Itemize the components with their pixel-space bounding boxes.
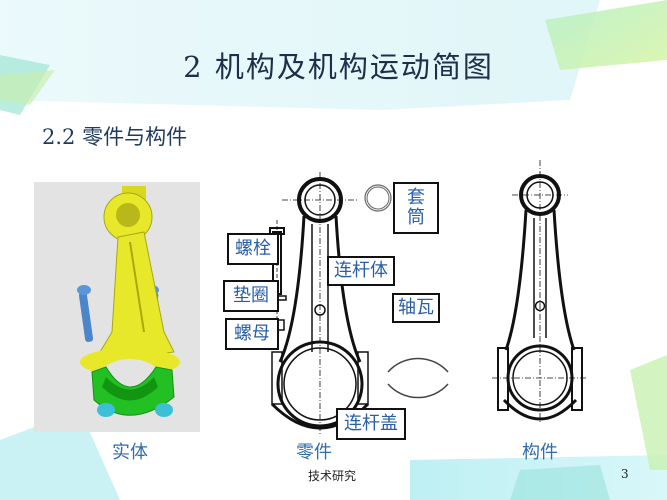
caption-parts: 零件 xyxy=(296,442,332,463)
parts-drawing xyxy=(267,172,449,434)
label-bushing: 套 筒 xyxy=(393,182,439,234)
nut-icon xyxy=(97,403,173,417)
page-number: 3 xyxy=(621,467,629,481)
label-rod-body: 连杆体 xyxy=(327,256,395,286)
slide-title: 2 机构及机构运动简图 xyxy=(183,50,494,84)
solid-model-image xyxy=(34,182,200,432)
caption-component: 构件 xyxy=(522,442,558,463)
label-bearing-shell: 轴瓦 xyxy=(392,293,440,323)
component-drawing xyxy=(492,160,588,422)
label-nut: 螺母 xyxy=(225,318,279,350)
section-subtitle: 2.2 零件与构件 xyxy=(42,125,188,149)
connecting-rod-3d-icon xyxy=(77,186,180,417)
caption-solid: 实体 xyxy=(112,442,148,463)
footer-text: 技术研究 xyxy=(308,469,357,483)
label-bolt: 螺栓 xyxy=(227,233,279,265)
label-washer: 垫圈 xyxy=(223,280,279,312)
rod-cap-icon xyxy=(91,366,175,416)
rod-body-icon xyxy=(80,186,180,395)
label-rod-cap: 连杆盖 xyxy=(336,408,406,440)
